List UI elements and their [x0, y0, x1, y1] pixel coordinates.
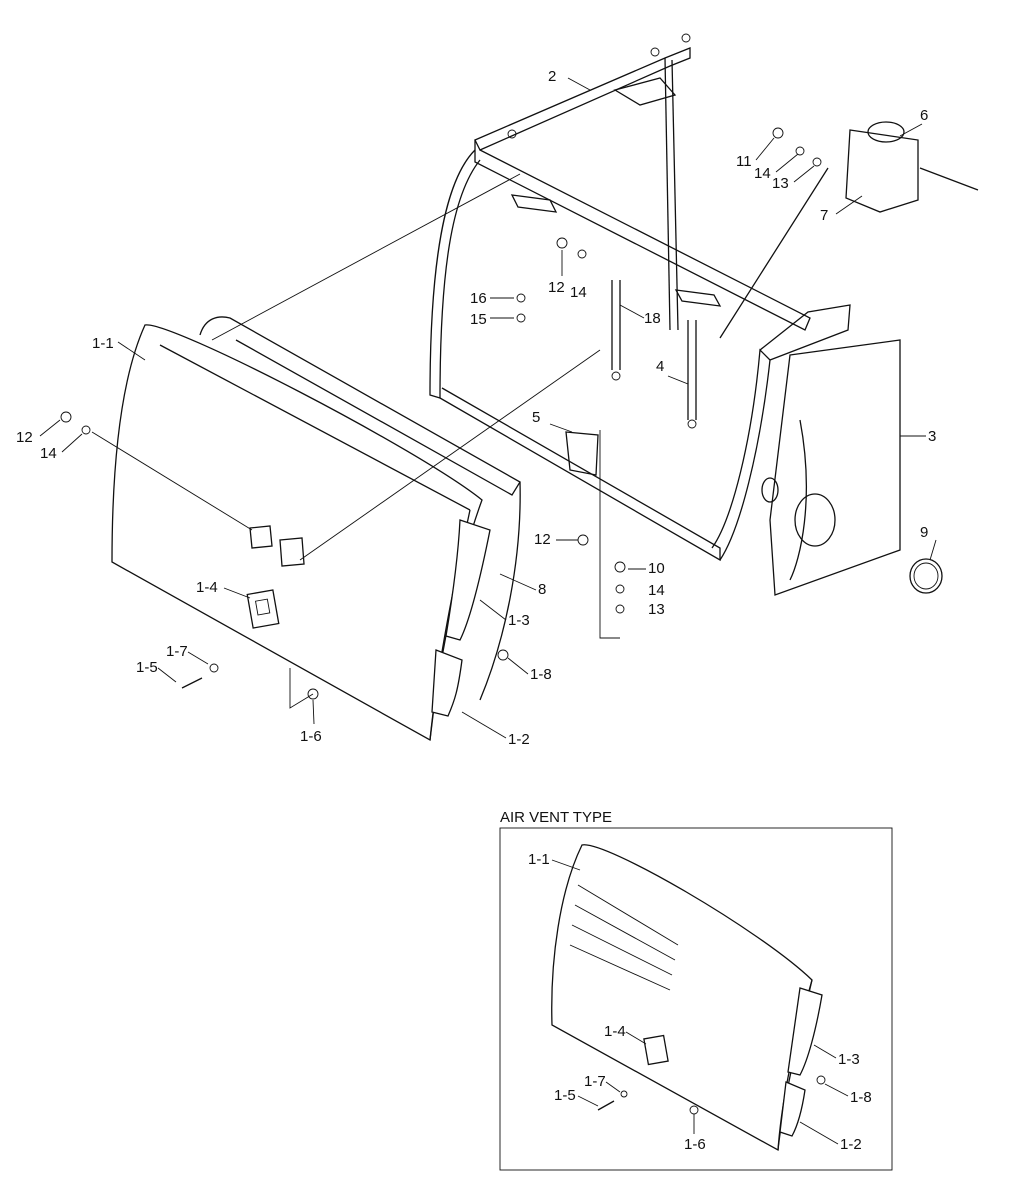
callout-label: 1-1 — [92, 335, 114, 352]
callout-label: 9 — [920, 524, 928, 541]
callout-label: 1-8 — [530, 666, 552, 683]
inset-title: AIR VENT TYPE — [500, 809, 612, 826]
frame-bracket-assembly — [429, 33, 979, 614]
callout-label: 7 — [820, 207, 828, 224]
inset-callout-label: 1-2 — [840, 1136, 862, 1153]
inset-callout-label: 1-6 — [684, 1136, 706, 1153]
callout-label: 10 — [648, 560, 665, 577]
callout-label: 1-4 — [196, 579, 218, 596]
callout-label: 5 — [532, 409, 540, 426]
grip-pad-upper — [445, 519, 491, 641]
callout-label: 15 — [470, 311, 487, 328]
inset-callout-label: 1-4 — [604, 1023, 626, 1040]
inset-callout-label: 1-8 — [850, 1089, 872, 1106]
callout-label: 8 — [538, 581, 546, 598]
callout-label: 2 — [548, 68, 556, 85]
callout-leaders — [39, 77, 937, 1145]
assembly-lines — [91, 173, 620, 709]
callout-label: 18 — [644, 310, 661, 327]
air-vent-door-panel — [551, 844, 813, 1152]
reservoir-tank — [845, 129, 919, 213]
callout-label: 13 — [648, 601, 665, 618]
callout-label: 1-2 — [508, 731, 530, 748]
inset-callout-label: 1-1 — [528, 851, 550, 868]
callout-label: 1-7 — [166, 643, 188, 660]
grip-pad-lower — [431, 649, 463, 717]
callout-label: 12 — [16, 429, 33, 446]
callout-label: 14 — [570, 284, 587, 301]
callout-label: 1-3 — [508, 612, 530, 629]
callout-labels: 2 6 11 14 13 7 12 14 16 15 18 4 3 1-1 12… — [16, 68, 936, 1153]
callout-label: 14 — [648, 582, 665, 599]
vent-slots — [569, 884, 679, 991]
inset-box — [499, 827, 893, 1171]
side-panel — [769, 339, 901, 596]
callout-label: 12 — [548, 279, 565, 296]
callout-label: 13 — [772, 175, 789, 192]
inset-callout-label: 1-5 — [554, 1087, 576, 1104]
latch-plate — [246, 589, 280, 629]
callout-label: 3 — [928, 428, 936, 445]
callout-label: 12 — [534, 531, 551, 548]
callout-label: 4 — [656, 358, 664, 375]
callout-label: 16 — [470, 290, 487, 307]
callout-label: 1-5 — [136, 659, 158, 676]
callout-label: 1-6 — [300, 728, 322, 745]
callout-label: 11 — [736, 153, 752, 170]
inset-callout-label: 1-7 — [584, 1073, 606, 1090]
main-door-panel — [60, 316, 521, 742]
callout-label: 14 — [754, 165, 771, 182]
callout-label: 6 — [920, 107, 928, 124]
inset-callout-label: 1-3 — [838, 1051, 860, 1068]
callout-label: 14 — [40, 445, 57, 462]
